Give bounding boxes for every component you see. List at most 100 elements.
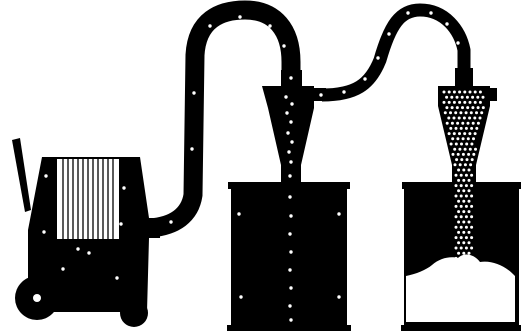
dust-particle <box>456 121 460 125</box>
dust-particle <box>463 100 467 104</box>
dust-particle <box>470 194 474 198</box>
dust-particle <box>447 116 451 120</box>
dust-particle <box>454 236 458 240</box>
dust-particle <box>474 147 477 151</box>
dust-particle <box>463 147 467 151</box>
dust-particle <box>478 116 482 120</box>
dust-particle <box>450 106 454 110</box>
dust-particle <box>465 158 469 162</box>
dust-particle <box>459 256 463 260</box>
dust-particle <box>454 256 458 260</box>
first-collection-bin <box>227 182 351 331</box>
dust-particle <box>458 100 462 104</box>
dust-particle <box>478 90 482 94</box>
dust-particle <box>462 251 466 255</box>
dust-particle <box>447 100 451 104</box>
dust-particle <box>459 194 463 198</box>
dust-particle <box>461 121 465 125</box>
dust-particle <box>472 137 475 141</box>
dust-particle <box>462 168 466 172</box>
dust-particle <box>467 241 471 245</box>
first-cyclone-dust-trail <box>237 76 341 322</box>
dust-particle <box>464 184 468 188</box>
dust-particle <box>459 126 463 130</box>
dust-particle <box>467 189 471 193</box>
dust-particle <box>470 256 474 260</box>
dust-particle <box>459 236 463 240</box>
dust-particle <box>458 147 462 151</box>
collected-dust-pile <box>406 254 515 322</box>
dust-particle <box>462 199 466 203</box>
dust-particle <box>470 142 474 146</box>
dust-particle <box>476 121 480 125</box>
dust-particle <box>471 95 475 99</box>
dust-particle <box>463 132 467 136</box>
dust-particle <box>449 126 453 130</box>
dust-particle <box>481 95 485 99</box>
dust-particle <box>471 106 475 110</box>
dust-particle <box>454 184 458 188</box>
dust-particle <box>476 95 480 99</box>
dust-particle <box>460 95 464 99</box>
dust-particle <box>467 178 471 182</box>
dust-particle <box>462 230 466 234</box>
dust-particle <box>457 199 461 203</box>
dust-particle <box>454 225 458 229</box>
dust-particle <box>462 210 466 214</box>
dust-particle <box>465 95 469 99</box>
dust-particle <box>443 111 447 115</box>
dust-particle <box>451 137 455 141</box>
dust-particle <box>468 132 472 136</box>
dust-particle <box>460 158 464 162</box>
vacuum-filter-grille <box>57 159 119 239</box>
dust-particle <box>457 251 461 255</box>
dust-particle <box>455 106 459 110</box>
dust-particle <box>478 100 482 104</box>
dust-particle <box>447 90 451 94</box>
dust-particle <box>463 163 467 167</box>
dust-particle <box>452 90 456 94</box>
dust-particle <box>475 126 479 130</box>
dust-particle <box>467 220 471 224</box>
dust-particle <box>461 106 464 110</box>
dust-particle <box>454 194 458 198</box>
dust-particle <box>464 126 468 130</box>
dust-particle <box>481 106 485 110</box>
dust-particle <box>459 111 463 115</box>
dust-particle <box>464 215 468 219</box>
dust-particle <box>447 132 451 136</box>
dust-particle <box>464 236 468 240</box>
dust-particle <box>460 142 463 146</box>
dust-particle <box>472 152 476 156</box>
dust-particle <box>454 246 458 250</box>
dust-particle <box>465 142 469 146</box>
dust-particle <box>480 111 484 115</box>
dust-particle <box>445 106 449 110</box>
dust-particle <box>454 111 458 115</box>
dust-particle <box>464 204 468 208</box>
dust-particle <box>449 111 452 115</box>
dust-particle <box>473 116 477 120</box>
dust-particle <box>462 241 466 245</box>
dust-particle <box>462 220 466 224</box>
dust-particle <box>457 178 461 182</box>
connecting-hose <box>319 3 471 102</box>
dust-particle <box>459 184 463 188</box>
dust-particle <box>470 204 474 208</box>
dust-particle <box>470 236 474 240</box>
dust-particle <box>470 158 474 162</box>
dust-particle <box>455 95 459 99</box>
dust-particle <box>462 116 466 120</box>
dust-particle <box>451 152 455 156</box>
dust-particle <box>473 90 477 94</box>
dust-particle <box>464 111 468 115</box>
dust-particle <box>457 241 461 245</box>
dust-particle <box>456 152 460 156</box>
dust-particle <box>464 194 468 198</box>
dust-particle <box>473 100 477 104</box>
dust-particle <box>454 173 458 177</box>
dust-particle <box>453 163 457 167</box>
dust-particle <box>468 147 472 151</box>
dust-particle <box>467 251 471 255</box>
